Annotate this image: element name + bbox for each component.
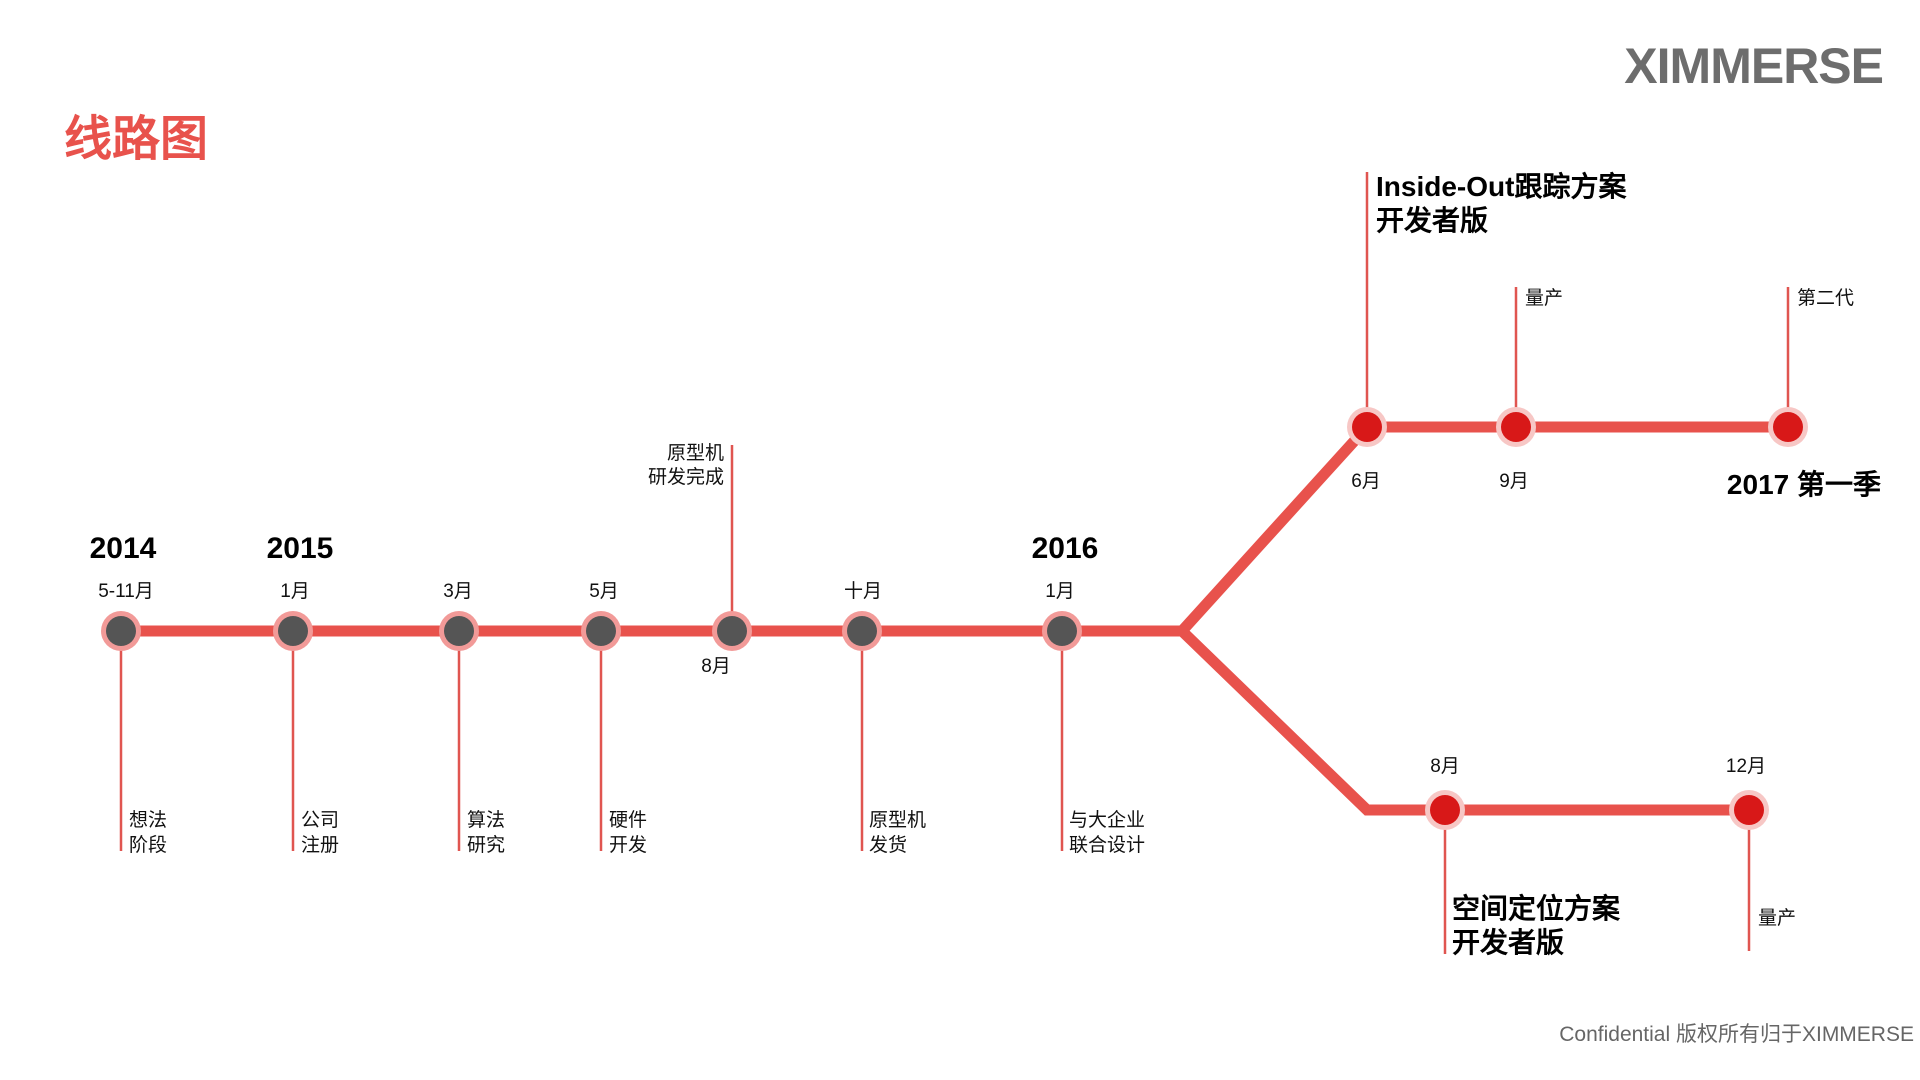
milestone-desc: 联合设计 xyxy=(1069,834,1145,856)
month-label: 8月 xyxy=(1430,756,1460,777)
milestone-desc: 开发 xyxy=(609,834,647,856)
node-2016-6 xyxy=(1347,407,1387,447)
milestone-desc: 注册 xyxy=(301,834,339,856)
ximmerse-logo: XIMMERSE xyxy=(1624,38,1883,94)
milestone-desc: 研究 xyxy=(467,834,505,856)
node-2016-9 xyxy=(1496,407,1536,447)
month-label: 5月 xyxy=(589,581,619,602)
milestone-desc: 原型机 xyxy=(869,809,926,831)
month-label: 1月 xyxy=(280,581,310,602)
node-2015-10 xyxy=(842,611,882,651)
month-label: 3月 xyxy=(443,581,473,602)
stems xyxy=(119,172,1790,954)
month-label: 十月 xyxy=(844,580,882,602)
page-title: 线路图 xyxy=(64,113,208,166)
milestone-title: 开发者版 xyxy=(1452,926,1564,958)
milestone-desc: 算法 xyxy=(467,809,505,831)
node-2015-8 xyxy=(712,611,752,651)
milestone-desc: 阶段 xyxy=(129,834,167,856)
branch-nodes xyxy=(1347,407,1808,830)
month-label: 5-11月 xyxy=(98,581,154,602)
month-label: 9月 xyxy=(1499,471,1529,492)
upper-branch-line xyxy=(121,421,1788,637)
milestone-desc: 发货 xyxy=(869,834,907,856)
node-2016-8 xyxy=(1425,790,1465,830)
milestone-title: 空间定位方案 xyxy=(1452,892,1621,924)
month-label: 12月 xyxy=(1726,756,1766,777)
milestone-desc: 与大企业 xyxy=(1069,809,1145,831)
timeline-track xyxy=(121,421,1788,816)
milestone-desc: 研发完成 xyxy=(648,466,724,488)
month-label: 6月 xyxy=(1351,471,1381,492)
node-2015-1 xyxy=(273,611,313,651)
year-label: 2016 xyxy=(1032,532,1099,565)
node-2015-3 xyxy=(439,611,479,651)
year-label: 2014 xyxy=(90,532,157,565)
milestone-desc: 量产 xyxy=(1758,907,1796,929)
month-label: 1月 xyxy=(1045,581,1075,602)
milestone-desc: 原型机 xyxy=(667,442,724,464)
milestone-desc: 量产 xyxy=(1525,287,1563,309)
milestone-desc: 公司 xyxy=(301,810,339,831)
year-quarter-label: 2017 第一季 xyxy=(1727,468,1881,500)
node-2016-1 xyxy=(1042,611,1082,651)
node-2014-5-11 xyxy=(101,611,141,651)
node-2015-5 xyxy=(581,611,621,651)
milestone-desc: 第二代 xyxy=(1797,287,1854,309)
milestone-desc: 想法 xyxy=(129,809,167,831)
year-label: 2015 xyxy=(267,532,334,565)
node-2017-q1 xyxy=(1768,407,1808,447)
month-label: 8月 xyxy=(701,656,731,677)
milestone-desc: 硬件 xyxy=(609,809,647,831)
lower-branch-line xyxy=(1178,627,1749,816)
milestone-title: 开发者版 xyxy=(1376,204,1488,236)
milestone-title: Inside-Out跟踪方案 xyxy=(1376,170,1627,202)
node-2016-12 xyxy=(1729,790,1769,830)
footer-confidential: Confidential 版权所有归于XIMMERSE xyxy=(1559,1023,1914,1046)
main-nodes xyxy=(101,611,1082,651)
